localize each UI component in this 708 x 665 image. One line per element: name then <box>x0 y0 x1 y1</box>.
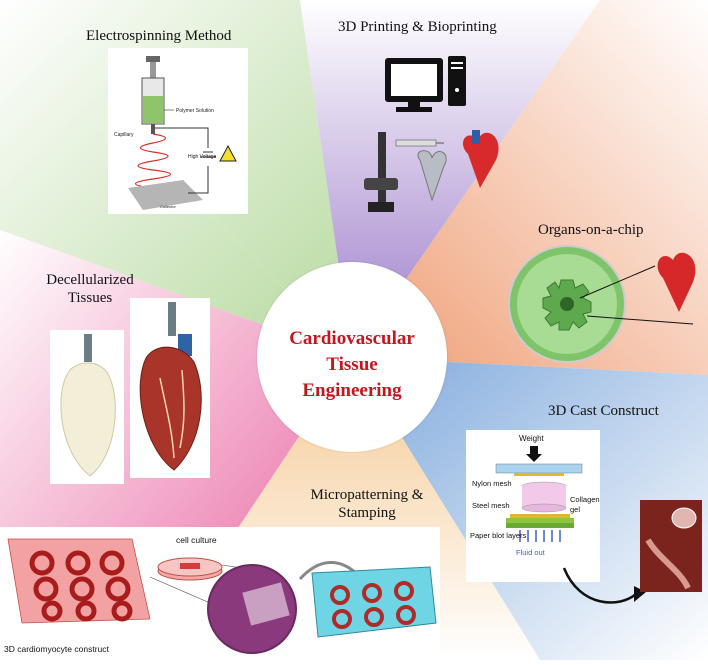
cast-panel: Weight Nylon mesh Steel mesh Collagen ge… <box>466 430 600 582</box>
computer-icon <box>385 56 466 112</box>
decell-white-heart-panel <box>50 330 124 484</box>
printing-graphics <box>364 56 499 212</box>
micro-diagram: 3D cardiomyocyte construct cell culture <box>4 535 437 654</box>
decell-title-line2: Tissues <box>67 290 113 306</box>
steel-label: Steel mesh <box>472 501 510 510</box>
decell-title: Decellularized Tissues <box>40 271 140 307</box>
fluid-label: Fluid out <box>516 548 546 557</box>
gear-chip-icon <box>542 279 592 331</box>
construct-label: 3D cardiomyocyte construct <box>4 644 110 654</box>
weight-label: Weight <box>519 434 545 443</box>
nylon-label: Nylon mesh <box>472 479 512 488</box>
decell-title-line1: Decellularized <box>46 272 134 288</box>
culture-label: cell culture <box>176 535 217 545</box>
polymer-label: Polymer Solution <box>176 108 214 114</box>
electrospinning-title: Electrospinning Method <box>86 28 232 44</box>
voltage-label: High Voltage <box>188 154 217 160</box>
collector-label: Collector <box>160 204 176 209</box>
gel-label: gel <box>570 505 580 514</box>
organs-title: Organs-on-a-chip <box>538 222 644 238</box>
anatomical-heart-icon <box>462 130 499 188</box>
organs-graphics <box>508 245 696 363</box>
cast-title: 3D Cast Construct <box>548 403 659 419</box>
paper-label: Paper blot layers <box>470 531 527 540</box>
electrospinning-diagram: Polymer Solution Capillary High Voltage … <box>114 56 237 210</box>
center-circle <box>257 262 447 452</box>
micro-panel: 3D cardiomyocyte construct cell culture <box>0 527 440 660</box>
center-title-line1: Cardiovascular <box>289 328 415 349</box>
cast-tissue-photo <box>640 500 702 592</box>
cast-photo <box>640 500 702 592</box>
organs-heart-icon <box>657 252 696 312</box>
center-title: Cardiovascular Tissue Engineering <box>257 326 447 404</box>
white-heart-icon <box>60 334 116 477</box>
collagen-label: Collagen <box>570 495 600 504</box>
micro-title-line1: Micropatterning & <box>310 487 424 503</box>
cast-arrow <box>562 567 646 604</box>
bioprinter-icon <box>364 132 444 212</box>
decell-red-heart-panel <box>130 298 210 478</box>
micro-title: Micropatterning & Stamping <box>274 486 460 522</box>
printing-title: 3D Printing & Bioprinting <box>338 19 497 35</box>
center-title-line3: Engineering <box>302 380 402 401</box>
cast-diagram: Weight Nylon mesh Steel mesh Collagen ge… <box>470 434 600 557</box>
center-title-line2: Tissue <box>326 354 378 375</box>
capillary-label: Capillary <box>114 132 134 138</box>
micro-title-line2: Stamping <box>338 505 396 521</box>
red-heart-icon <box>139 302 202 471</box>
electrospinning-panel: Polymer Solution Capillary High Voltage … <box>108 48 248 214</box>
printed-heart-icon <box>417 150 447 202</box>
